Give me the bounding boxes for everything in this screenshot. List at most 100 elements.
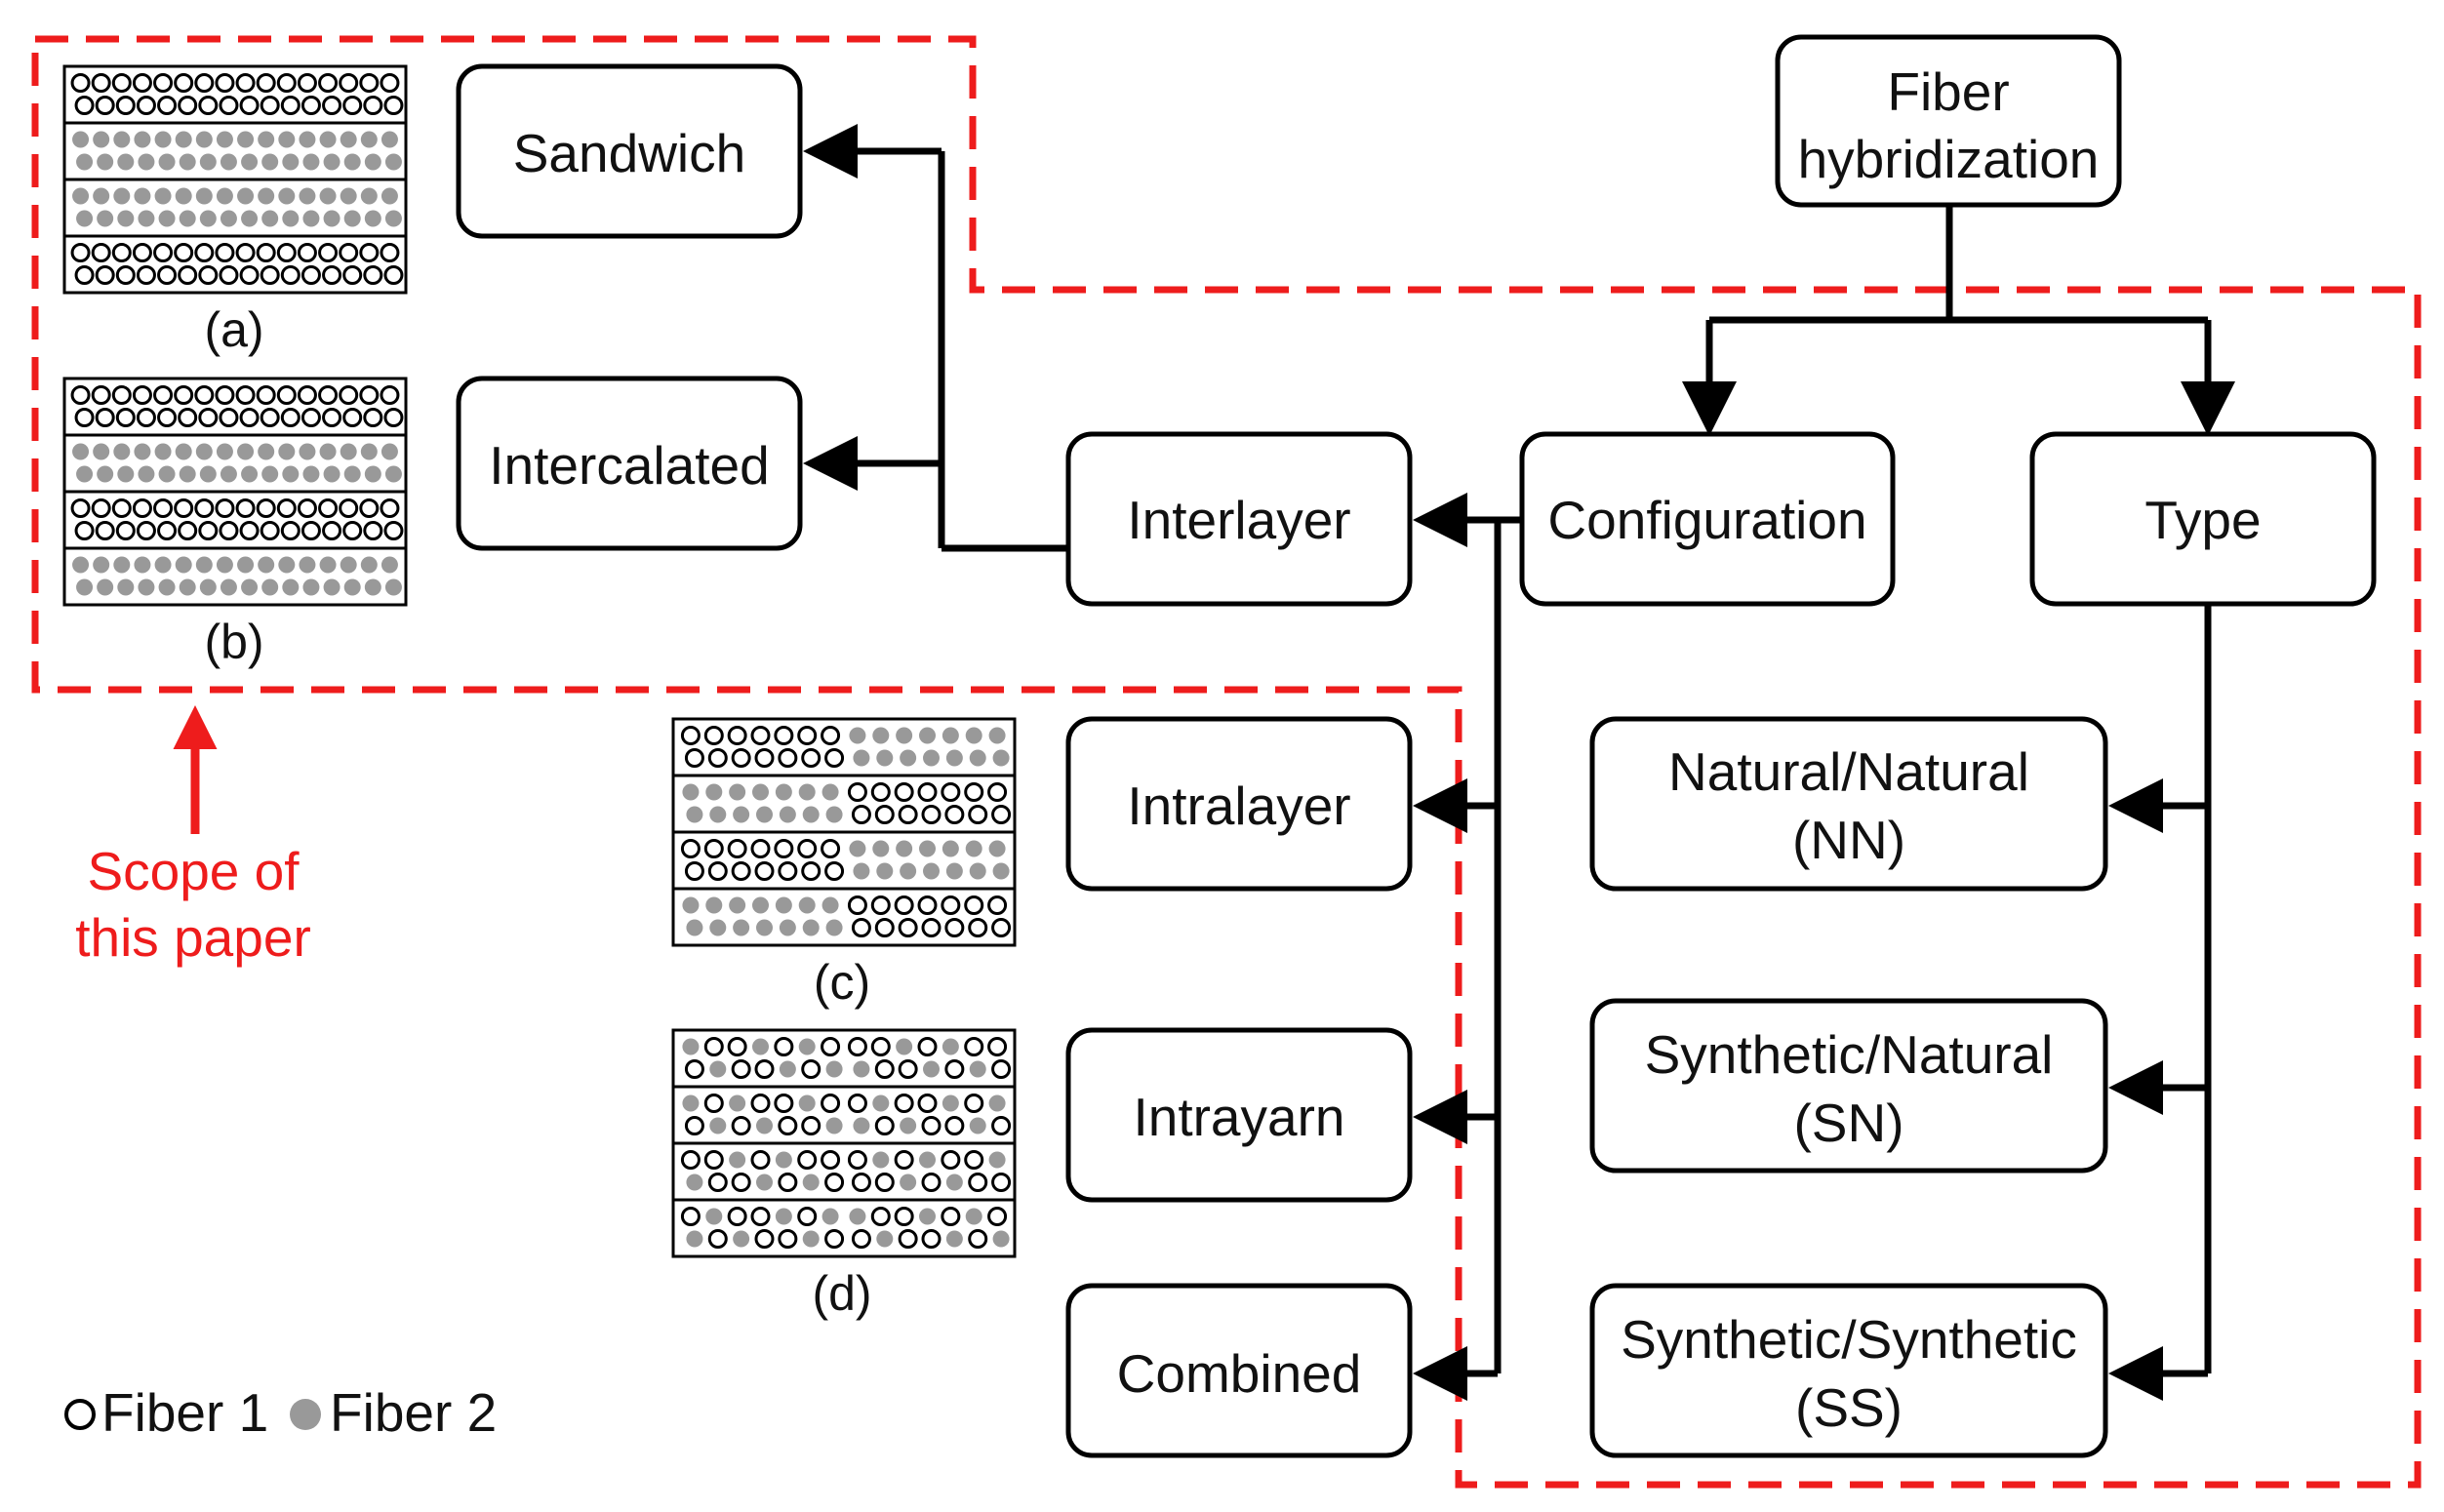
fiber1-circle [300, 521, 321, 540]
fiber2-circle [381, 187, 398, 205]
fiber2-circle [216, 187, 233, 205]
fiber1-circle [801, 1116, 821, 1135]
fiber2-circle [896, 1038, 913, 1055]
fiber1-circle [921, 1173, 942, 1192]
fiber2-circle [340, 556, 357, 574]
fiber2-circle [97, 465, 114, 483]
fiber1-circle [921, 1229, 942, 1249]
fiber2-circle [93, 131, 110, 148]
fiber2-circle [113, 556, 131, 574]
fiber1-circle [778, 748, 798, 768]
fiber2-legend-label: Fiber 2 [330, 1382, 497, 1443]
node-combined: Combined [1065, 1283, 1413, 1458]
fiber1-circle [111, 73, 132, 93]
fiber2-circle [261, 578, 279, 596]
fiber2-circle [113, 187, 131, 205]
fiber2-circle [825, 806, 843, 823]
fiber1-circle [297, 73, 317, 93]
fiber1-circle [968, 1229, 988, 1249]
fiber2-circle [258, 131, 275, 148]
fiber2-circle [340, 443, 357, 460]
fiber1-circle [383, 408, 404, 427]
fiber2-circle [381, 443, 398, 460]
fiber1-circle [968, 918, 988, 937]
fiber1-circle [342, 265, 363, 285]
fiber2-circle [923, 749, 940, 767]
fiber1-circle [684, 748, 704, 768]
fiber1-circle [276, 73, 297, 93]
fiber1-circle [750, 1207, 771, 1226]
fiber1-circle [750, 1094, 771, 1113]
fiber2-circle [686, 919, 703, 936]
fiber1-circle [153, 243, 174, 262]
node-configuration: Configuration [1519, 431, 1896, 607]
fiber2-circle [945, 749, 963, 767]
fiber2-circle [360, 187, 378, 205]
fiber2-circle [756, 1174, 773, 1191]
fiber2-circle [942, 727, 959, 744]
fiber1-circle [91, 243, 111, 262]
fiber2-circle [220, 578, 237, 596]
fiber1-circle [276, 498, 297, 518]
fiber1-circle [363, 408, 383, 427]
fiber2-circle [756, 1117, 773, 1134]
fiber2-circle [195, 187, 213, 205]
fiber1-circle [198, 265, 219, 285]
fiber2-circle [302, 153, 320, 171]
fiber1-circle [847, 782, 867, 802]
fiber1-circle [174, 385, 194, 405]
fiber2-circle [364, 210, 381, 227]
fiber2-circle [988, 840, 1006, 857]
fiber2-circle [117, 465, 135, 483]
fiber2-circle [258, 556, 275, 574]
fiber1-circle [917, 782, 938, 802]
fiber1-circle [707, 1229, 728, 1249]
fiber1-circle [215, 498, 235, 518]
fiber2-circle [384, 153, 402, 171]
node-synthetic-synthetic: Synthetic/Synthetic (SS) [1589, 1283, 2108, 1458]
panel-d-caption: (d) [812, 1266, 871, 1321]
fiber2-circle [195, 443, 213, 460]
fiber2-circle [134, 131, 151, 148]
fiber1-circle [821, 1150, 841, 1170]
fiber2-circle [729, 1094, 746, 1112]
fiber1-circle [870, 782, 891, 802]
fiber1-circle [198, 408, 219, 427]
fiber1-circle [178, 265, 198, 285]
fiber1-circle [363, 265, 383, 285]
fiber2-circle [195, 131, 213, 148]
scope-label-line2: this paper [75, 907, 311, 968]
fiber1-circle [941, 1150, 961, 1170]
fiber1-circle [894, 782, 914, 802]
fiber2-circle [154, 187, 172, 205]
fiber2-circle [923, 1060, 940, 1078]
fiber2-circle [199, 578, 217, 596]
node-label: Intercalated [489, 435, 769, 496]
fiber2-circle [216, 556, 233, 574]
fiber2-circle [709, 919, 727, 936]
fiber2-circle [278, 131, 296, 148]
fiber2-circle [900, 862, 917, 880]
fiber1-circle [797, 839, 818, 858]
fiber2-circle [319, 187, 337, 205]
fiber1-circle [383, 96, 404, 115]
fiber2-circle [896, 840, 913, 857]
fiber2-circle [278, 556, 296, 574]
fiber2-circle [241, 210, 259, 227]
fiber2-circle [72, 443, 90, 460]
fiber2-circle [853, 862, 870, 880]
fiber1-circle [703, 839, 724, 858]
fiber2-circle [733, 806, 750, 823]
fiber1-circle [260, 265, 280, 285]
fiber1-circle [917, 1094, 938, 1113]
fiber1-circle [941, 895, 961, 915]
fiber2-circle [802, 806, 820, 823]
node-type: Type [2029, 431, 2377, 607]
fiber2-circle [340, 131, 357, 148]
panel-c-caption: (c) [814, 955, 870, 1010]
fiber2-circle [199, 153, 217, 171]
fiber2-circle [113, 131, 131, 148]
fiber1-circle [339, 243, 359, 262]
fiber2-circle [682, 896, 700, 914]
fiber2-circle [945, 1230, 963, 1248]
